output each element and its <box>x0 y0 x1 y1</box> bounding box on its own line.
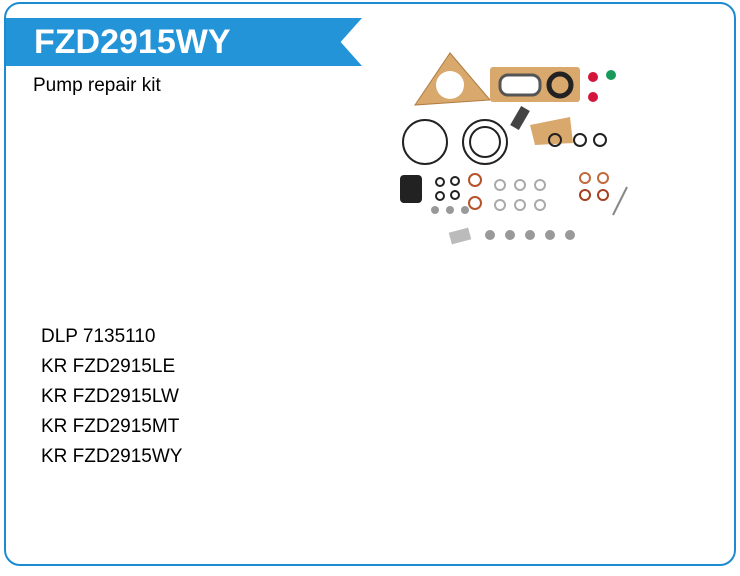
reference-list: DLP 7135110 KR FZD2915LE KR FZD2915LW KR… <box>41 322 182 472</box>
reference-item: DLP 7135110 <box>41 326 156 347</box>
product-code: FZD2915WY <box>34 23 231 61</box>
reference-item: KR FZD2915LE <box>41 356 176 377</box>
reference-item: KR FZD2915WY <box>41 446 183 467</box>
product-description: Pump repair kit <box>33 75 161 96</box>
repair-kit-image <box>400 52 628 245</box>
reference-item: KR FZD2915LW <box>41 386 179 407</box>
product-card <box>4 2 736 566</box>
title-banner <box>6 18 362 66</box>
reference-item: KR FZD2915MT <box>41 416 180 437</box>
